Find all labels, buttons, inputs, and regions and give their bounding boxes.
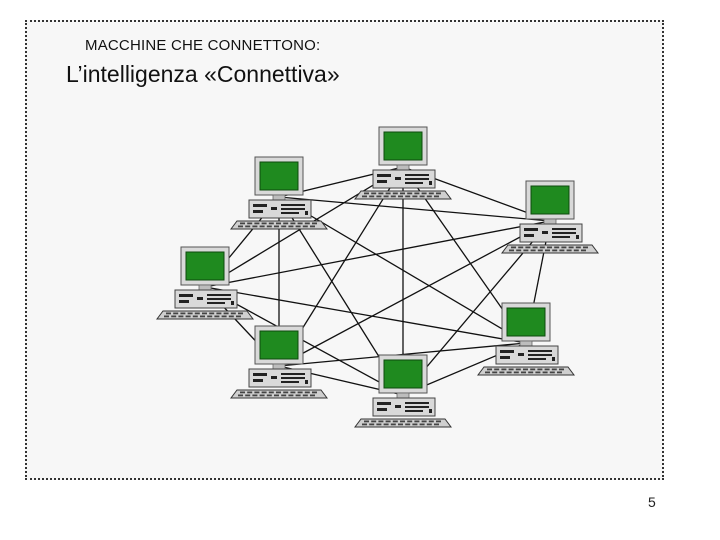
connection-line-a-c — [278, 196, 551, 222]
desktop-computer-icon — [354, 354, 452, 428]
connection-line-d-g — [204, 286, 404, 396]
keyboard — [230, 389, 328, 399]
monitor-stand — [396, 392, 410, 399]
keyboard — [156, 310, 254, 320]
keyboard-keys — [164, 312, 243, 318]
monitor-screen — [506, 307, 546, 337]
keyboard — [501, 244, 599, 254]
monitor-screen — [383, 359, 423, 389]
monitor-stand — [396, 164, 410, 171]
keyboard-keys — [238, 391, 317, 397]
keyboard-keys — [238, 222, 317, 228]
desktop-computer-icon — [230, 156, 328, 230]
page-number: 5 — [648, 494, 656, 510]
system-unit-details — [500, 350, 555, 361]
monitor-stand — [543, 218, 557, 225]
monitor-screen — [259, 161, 299, 191]
system-unit-details — [253, 204, 308, 215]
monitor-stand — [198, 284, 212, 291]
keyboard — [230, 220, 328, 230]
monitor-screen — [259, 330, 299, 360]
desktop-computer-icon — [230, 325, 328, 399]
keyboard — [354, 190, 452, 200]
keyboard-keys — [509, 246, 588, 252]
desktop-computer-icon — [354, 126, 452, 200]
desktop-computer-icon — [477, 302, 575, 376]
system-unit-details — [524, 228, 579, 239]
slide-title: L’intelligenza «Connettiva» — [66, 61, 340, 87]
desktop-computer-icon — [501, 180, 599, 254]
keyboard — [354, 418, 452, 428]
system-unit-details — [253, 373, 308, 384]
monitor-stand — [519, 340, 533, 347]
monitor-screen — [530, 185, 570, 215]
system-unit-details — [179, 294, 234, 305]
keyboard-keys — [485, 368, 564, 374]
desktop-computer-icon — [156, 246, 254, 320]
connection-line-d-e — [204, 286, 527, 344]
keyboard-keys — [362, 192, 441, 198]
monitor-screen — [185, 251, 225, 281]
monitor-screen — [383, 131, 423, 161]
system-unit-details — [377, 174, 432, 185]
system-unit-details — [377, 402, 432, 413]
monitor-stand — [272, 363, 286, 370]
monitor-stand — [272, 194, 286, 201]
computer-nodes — [156, 126, 599, 428]
slide-kicker: MACCHINE CHE CONNETTONO: — [85, 37, 321, 54]
connection-line-c-d — [204, 220, 551, 288]
connection-line-c-f — [278, 220, 551, 367]
keyboard-keys — [362, 420, 441, 426]
keyboard — [477, 366, 575, 376]
